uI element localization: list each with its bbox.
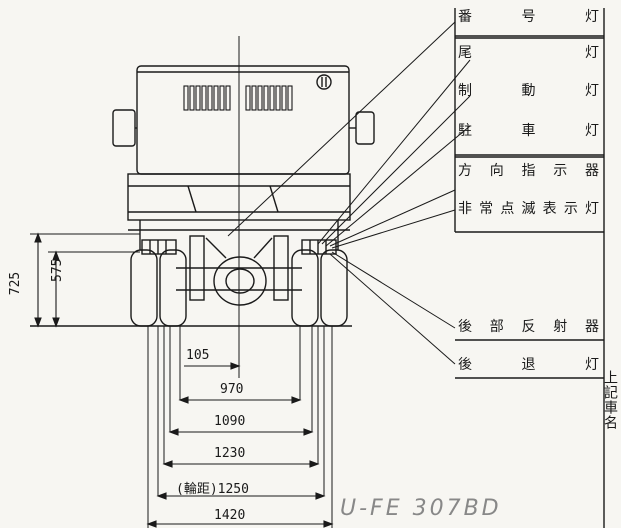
badge-icon	[316, 74, 332, 90]
rear-vent-grille	[183, 85, 293, 111]
side-caption: 上記車名	[602, 370, 618, 430]
label-hazard-lamp: 非常点滅表示灯	[458, 201, 600, 217]
label-brake-lamp: 制動灯	[458, 83, 600, 99]
label-tail-lamp: 尾灯	[458, 45, 600, 61]
dim-1250-track: (輪距)1250	[176, 482, 249, 497]
width-extension-lines	[147, 326, 333, 528]
cab-body	[112, 65, 375, 175]
model-code-handwritten: U-FE 307BD	[340, 496, 502, 521]
label-rear-reflector: 後部反射器	[458, 319, 600, 335]
label-license-lamp: 番号灯	[458, 9, 600, 25]
label-reverse-lamp: 後退灯	[458, 357, 600, 373]
leader-lines	[227, 21, 471, 365]
label-frame	[454, 8, 605, 528]
dim-970: 970	[220, 382, 244, 397]
dim-575: 575	[50, 258, 65, 282]
height-dimensions	[30, 232, 140, 328]
dim-1230: 1230	[214, 446, 246, 461]
dim-1420: 1420	[214, 508, 246, 523]
label-parking-lamp: 駐車灯	[458, 123, 600, 139]
rear-tires-left	[130, 249, 187, 327]
rear-lamp-cluster-left	[141, 239, 177, 255]
dim-1090: 1090	[214, 414, 246, 429]
width-dimension-lines	[146, 362, 334, 528]
dim-725: 725	[8, 271, 24, 296]
dim-105: 105	[186, 348, 210, 363]
label-turn-signal: 方向指示器	[458, 163, 600, 179]
